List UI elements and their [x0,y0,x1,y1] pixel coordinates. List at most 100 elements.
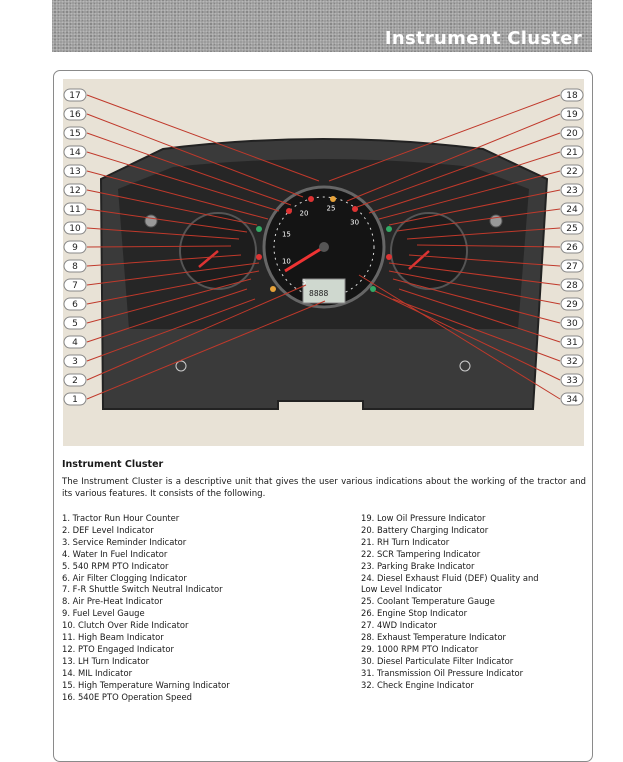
tacho-scale-label: 10 [282,258,291,266]
callout-layer: 1716151413121110987654321181920212223242… [63,88,584,406]
svg-text:9: 9 [72,243,78,253]
fuel-needle [198,250,219,268]
callout-number: 25 [560,221,584,235]
callout-number: 23 [560,183,584,197]
tacho-scale-label: 25 [326,205,335,213]
callout-line [374,290,561,381]
callout-number: 1 [63,392,87,406]
list-item: 25. Coolant Temperature Gauge [361,596,495,607]
indicator-lamp [256,254,262,260]
indicator-lamp [386,254,392,260]
list-item: 5. 540 RPM PTO Indicator [62,560,169,571]
callout-number: 33 [560,373,584,387]
callout-number: 8 [63,259,87,273]
callout-line [392,278,561,324]
list-item: Low Level Indicator [361,584,442,595]
svg-text:3: 3 [72,357,78,367]
callout-number: 27 [560,259,584,273]
callout-line [378,170,561,220]
callout-number: 9 [63,240,87,254]
callout-line [86,208,248,233]
list-item: 27. 4WD Indicator [361,620,437,631]
svg-text:16: 16 [69,110,81,120]
callout-line [368,151,561,214]
callout-number: 17 [63,88,87,102]
callout-line [392,298,561,362]
list-item: 29. 1000 RPM PTO Indicator [361,643,479,654]
cluster-diagram: 1716151413121110987654321181920212223242… [63,88,584,410]
svg-text:34: 34 [566,395,578,405]
indicator-lamp [370,286,376,292]
callout-number: 15 [63,126,87,140]
callout-number: 12 [63,183,87,197]
svg-text:25: 25 [566,224,577,234]
list-item: 13. LH Turn Indicator [62,655,150,666]
lcd-readout: 8888 [309,289,328,298]
callout-number: 28 [560,278,584,292]
list-item: 19. Low Oil Pressure Indicator [361,513,486,523]
svg-text:2: 2 [72,376,78,386]
list-item: 7. F-R Shuttle Switch Neutral Indicator [62,584,223,595]
svg-text:19: 19 [566,110,578,120]
section-title: Instrument Cluster [62,459,164,470]
indicator-lamp [270,286,276,292]
callout-number: 20 [560,126,584,140]
svg-text:21: 21 [566,148,577,158]
svg-text:29: 29 [566,300,578,310]
callout-line [86,227,240,240]
callout-line [86,300,326,400]
callout-number: 24 [560,202,584,216]
callout-number: 31 [560,335,584,349]
svg-text:28: 28 [566,281,578,291]
callout-line [86,113,304,198]
list-item: 12. PTO Engaged Indicator [62,643,174,654]
callout-number: 21 [560,145,584,159]
svg-text:20: 20 [566,129,578,139]
svg-text:24: 24 [566,205,578,215]
svg-text:8: 8 [72,262,78,272]
svg-text:11: 11 [69,205,80,215]
list-item: 30. Diesel Particulate Filter Indicator [361,655,514,666]
svg-text:7: 7 [72,281,78,291]
callout-number: 34 [560,392,584,406]
callout-number: 14 [63,145,87,159]
callout-number: 16 [63,107,87,121]
list-item: 9. Fuel Level Gauge [62,608,145,619]
list-item: 16. 540E PTO Operation Speed [62,691,192,702]
header-banner: Instrument Cluster [52,0,592,52]
callout-number: 32 [560,354,584,368]
list-item: 15. High Temperature Warning Indicator [62,679,230,690]
svg-text:23: 23 [566,186,577,196]
callout-line [86,270,260,305]
list-item: 23. Parking Brake Indicator [361,560,475,571]
callout-line [86,132,292,206]
indicator-lamp [352,206,358,212]
callout-line [356,132,561,208]
svg-text:22: 22 [566,167,577,177]
indicator-lamp [386,226,392,232]
callout-line [86,189,258,226]
svg-text:14: 14 [69,148,81,158]
lcd-display [302,278,346,304]
list-item: 6. Air Filter Clogging Indicator [62,572,187,583]
svg-text:17: 17 [69,91,80,101]
callout-number: 3 [63,354,87,368]
svg-text:31: 31 [566,338,577,348]
tacho-scale-label: 20 [300,209,309,217]
list-item: 1. Tractor Run Hour Counter [62,513,180,523]
screw-icon [459,360,471,372]
callout-line [388,189,561,226]
list-item: 24. Diesel Exhaust Fluid (DEF) Quality a… [361,572,539,583]
callout-line [406,227,561,240]
svg-text:26: 26 [566,243,578,253]
indicator-lamp [308,196,314,202]
callout-line [328,94,561,182]
callout-line [86,278,252,324]
list-item: 10. Clutch Over Ride Indicator [62,620,189,631]
callout-line [86,284,307,381]
svg-text:6: 6 [72,300,78,310]
svg-text:27: 27 [566,262,577,272]
callout-line [86,254,242,267]
